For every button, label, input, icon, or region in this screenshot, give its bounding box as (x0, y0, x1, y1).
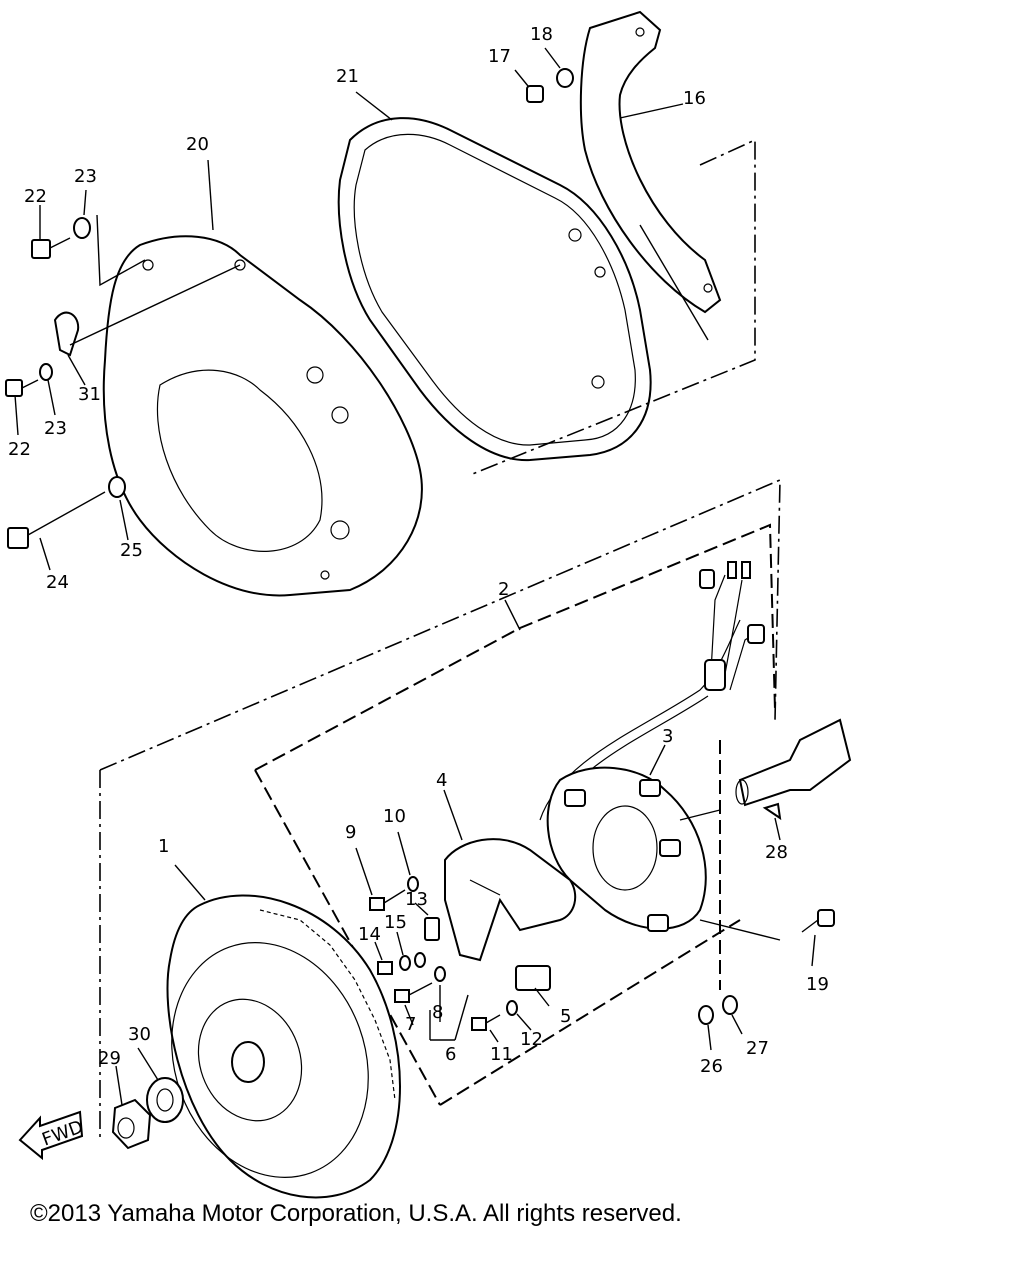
label-part-16: 16 (683, 88, 706, 109)
label-part-10: 10 (383, 806, 406, 827)
label-part-8: 8 (432, 1002, 443, 1023)
clip-13 (424, 917, 440, 941)
label-part-31: 31 (78, 384, 101, 405)
cover-gasket (337, 117, 652, 462)
part-labels: 1 2 3 4 5 6 7 8 9 10 11 12 13 14 15 16 1… (8, 24, 829, 1077)
stator-base (546, 766, 707, 932)
label-part-23-top: 23 (74, 166, 97, 187)
flywheel-washer (146, 1077, 184, 1123)
washer-8 (434, 966, 446, 982)
screw-14 (377, 961, 393, 975)
label-part-24: 24 (46, 572, 69, 593)
label-part-6: 6 (445, 1044, 456, 1065)
washer-10 (407, 876, 419, 892)
flywheel-cover (102, 235, 423, 597)
clamp-31 (53, 311, 80, 357)
bolt-22-mid (5, 379, 39, 397)
screw-9 (369, 889, 406, 911)
stator-plate (579, 10, 722, 314)
stator-assembly-box (254, 523, 776, 1106)
flywheel-nut (111, 1098, 152, 1150)
label-part-5: 5 (560, 1006, 571, 1027)
label-part-4: 4 (436, 770, 447, 791)
label-part-9: 9 (345, 822, 356, 843)
leader-lines (14, 47, 816, 1106)
pulser-coil (444, 838, 577, 962)
forward-arrow: FWD (18, 1110, 86, 1161)
washer-23-mid (39, 363, 53, 381)
label-part-7: 7 (405, 1014, 416, 1035)
label-part-27: 27 (746, 1038, 769, 1059)
washer-27 (722, 995, 738, 1015)
label-part-15: 15 (384, 912, 407, 933)
label-part-25: 25 (120, 540, 143, 561)
label-part-22-mid: 22 (8, 439, 31, 460)
label-part-22-top: 22 (24, 186, 47, 207)
label-part-23-mid: 23 (44, 418, 67, 439)
crankshaft (735, 718, 852, 821)
label-part-2: 2 (498, 579, 509, 600)
label-part-30: 30 (128, 1024, 151, 1045)
bolt-17 (526, 85, 544, 103)
washer-15 (399, 952, 426, 971)
label-part-21: 21 (336, 66, 359, 87)
label-part-20: 20 (186, 134, 209, 155)
label-part-13: 13 (405, 889, 428, 910)
screw-7 (394, 982, 433, 1003)
label-part-14: 14 (358, 924, 381, 945)
label-part-1: 1 (158, 836, 169, 857)
washer-25 (108, 476, 126, 498)
assembly-boundary (99, 138, 781, 1140)
fwd-label: FWD (39, 1116, 86, 1150)
label-part-3: 3 (662, 726, 673, 747)
label-part-28: 28 (765, 842, 788, 863)
nut-26 (698, 1005, 714, 1025)
label-part-11: 11 (490, 1044, 513, 1065)
label-part-17: 17 (488, 46, 511, 67)
screw-11 (471, 1014, 501, 1031)
label-part-19: 19 (806, 974, 829, 995)
bolt-19 (801, 909, 835, 933)
label-part-26: 26 (700, 1056, 723, 1077)
label-part-12: 12 (520, 1029, 543, 1050)
label-part-29: 29 (98, 1048, 121, 1069)
bolt-22-top (31, 237, 71, 259)
washer-23-top (73, 217, 91, 239)
bolt-24 (7, 491, 106, 549)
washer-18 (556, 68, 574, 88)
washer-12 (506, 1000, 518, 1016)
label-part-18: 18 (530, 24, 553, 45)
charge-coil-5 (515, 965, 551, 991)
copyright-notice: ©2013 Yamaha Motor Corporation, U.S.A. A… (30, 1200, 682, 1227)
flywheel (166, 894, 401, 1199)
